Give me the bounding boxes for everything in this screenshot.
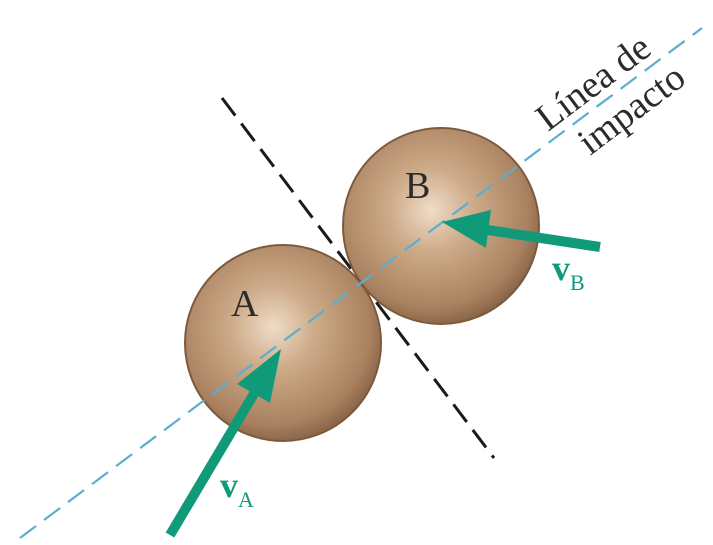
ball-a bbox=[184, 244, 382, 442]
velocity-a-subscript: A bbox=[238, 487, 254, 512]
ball-b-label: B bbox=[405, 165, 430, 207]
ball-a-label: A bbox=[231, 283, 259, 325]
ball-b bbox=[342, 127, 540, 325]
velocity-b-label: vB bbox=[552, 248, 585, 295]
velocity-a-symbol: v bbox=[220, 465, 238, 505]
velocity-arrow-a bbox=[165, 349, 281, 538]
velocity-b-symbol: v bbox=[552, 248, 570, 288]
velocity-arrow-b bbox=[442, 210, 601, 252]
velocity-a-label: vA bbox=[220, 465, 254, 512]
velocity-b-subscript: B bbox=[570, 270, 585, 295]
line-of-impact bbox=[19, 27, 703, 539]
